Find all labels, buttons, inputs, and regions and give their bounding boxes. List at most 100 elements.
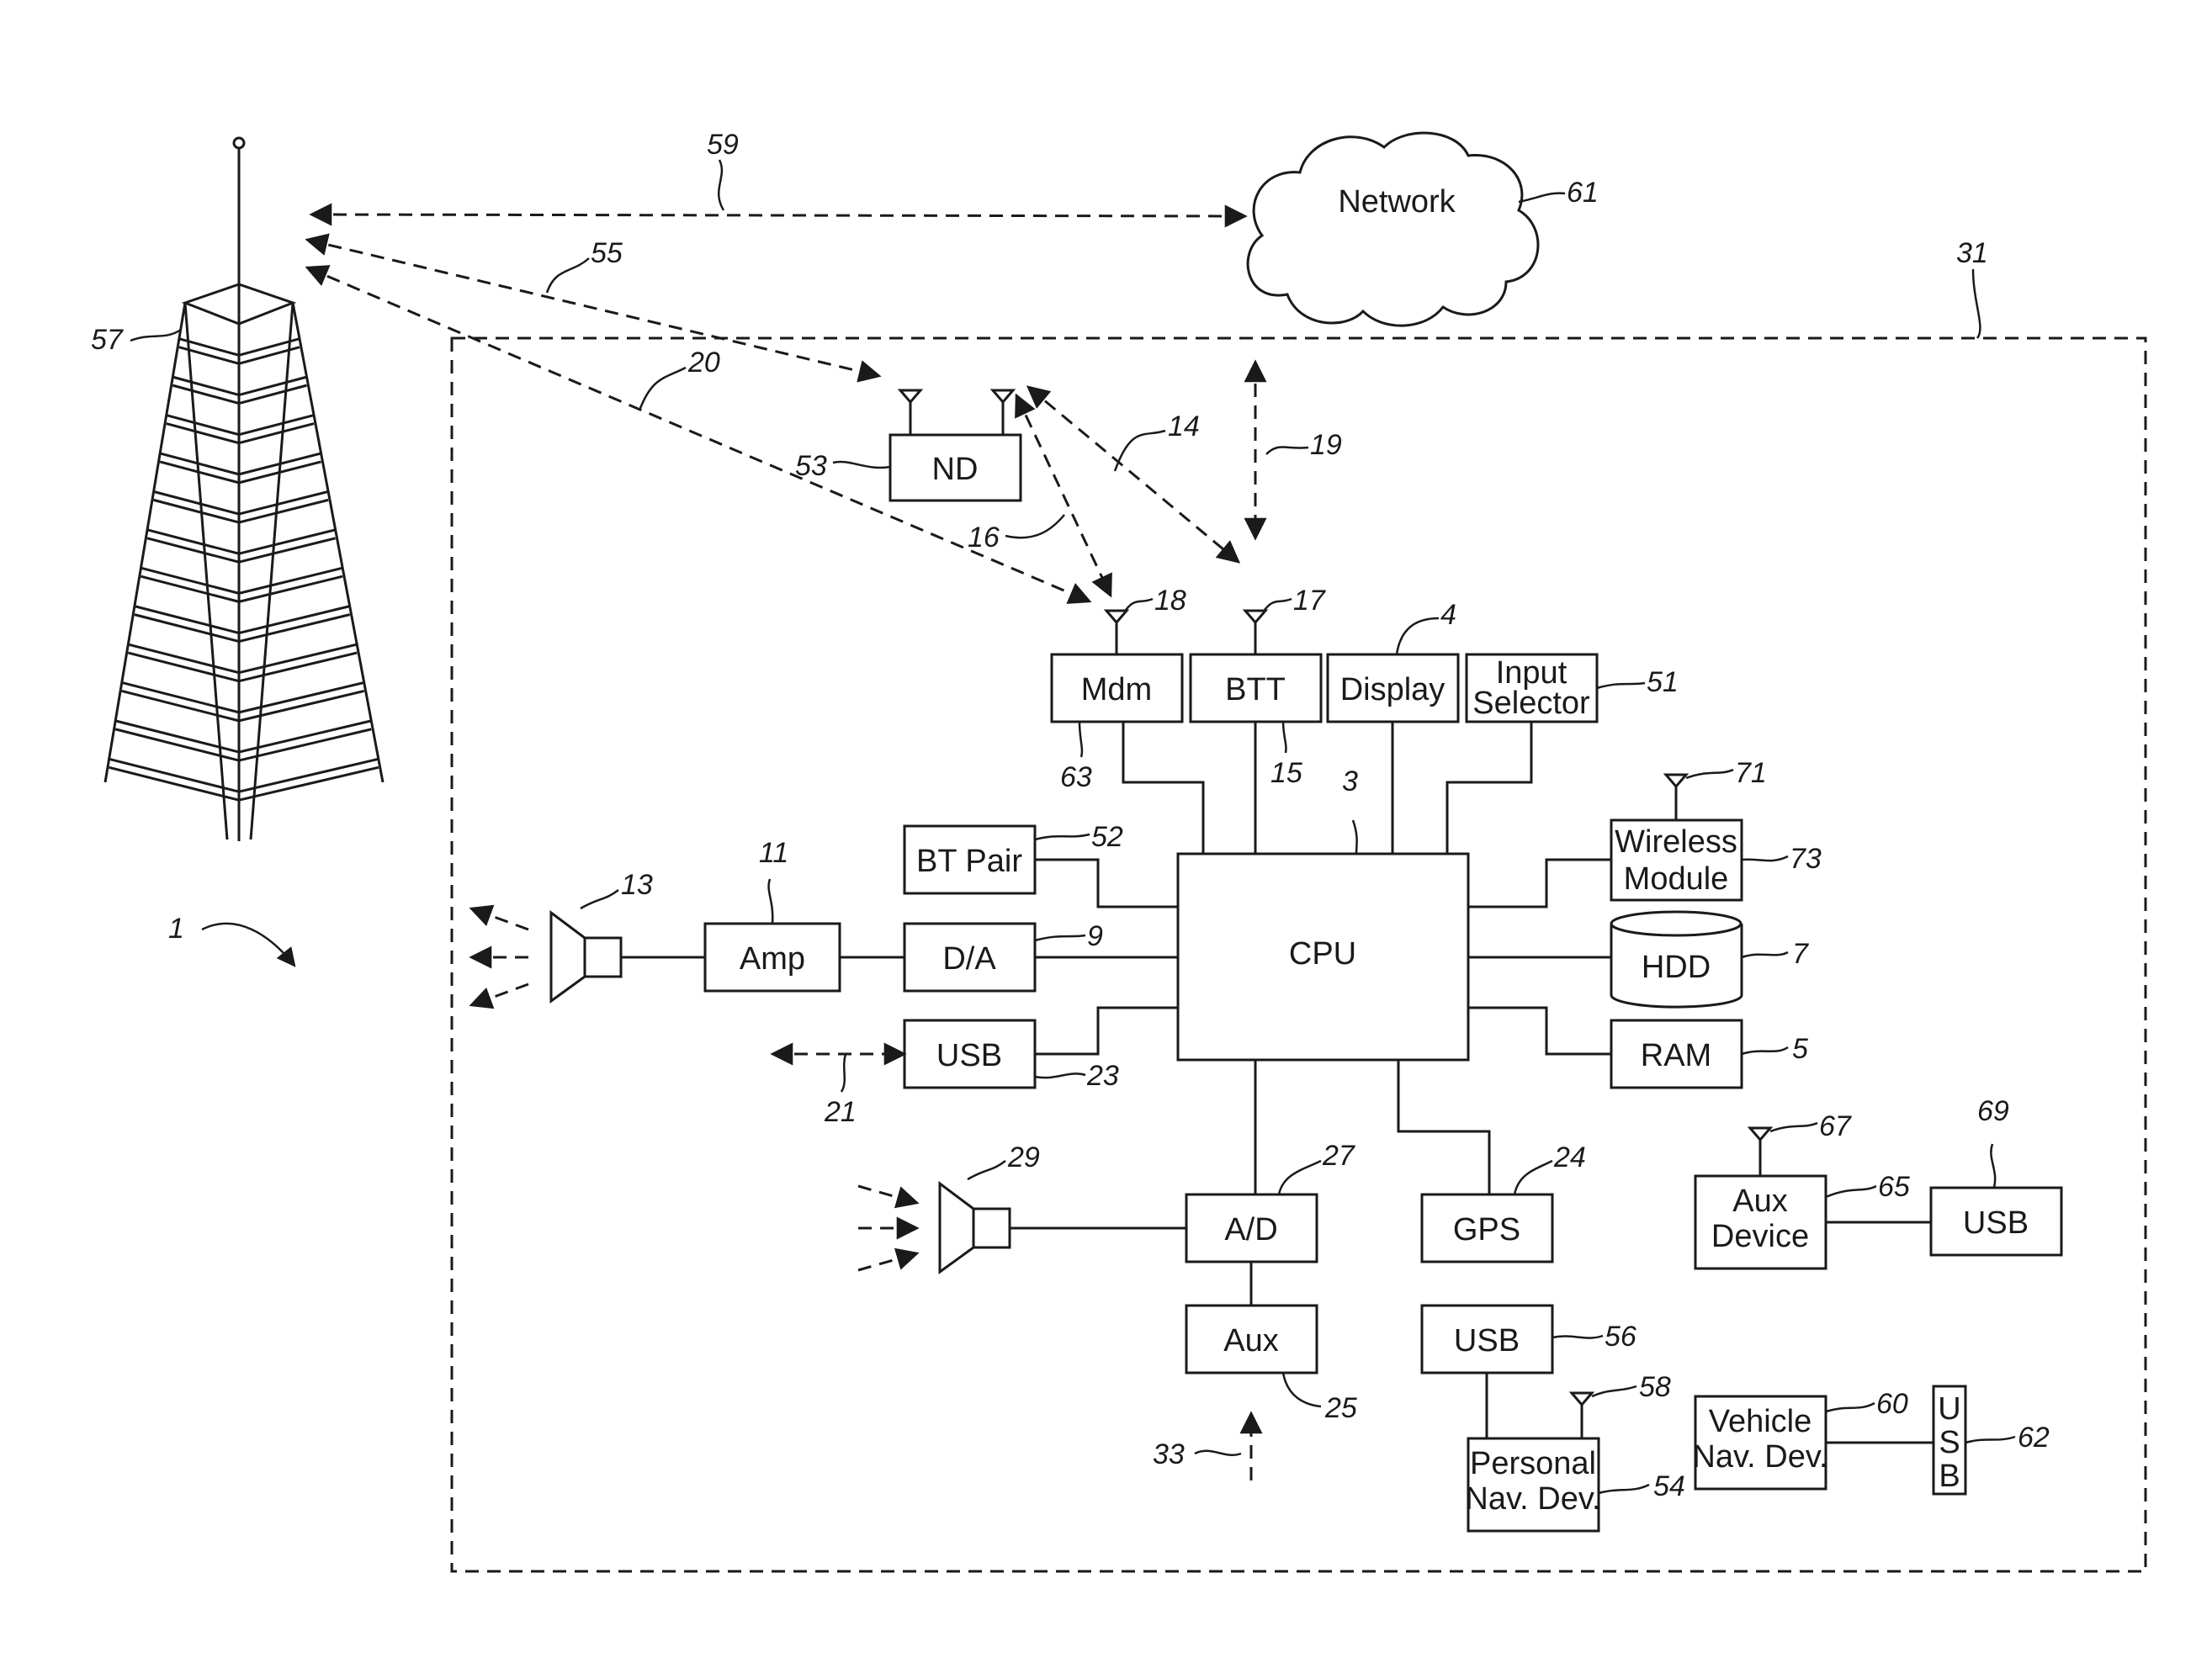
ref-57: 57 xyxy=(91,324,124,356)
ref-16: 16 xyxy=(968,522,1000,553)
personal-nav-label-2: Nav. Dev. xyxy=(1465,1481,1600,1517)
ref-18: 18 xyxy=(1154,585,1186,617)
hdd-label: HDD xyxy=(1642,950,1711,985)
ref-59: 59 xyxy=(707,129,739,161)
speaker-icon xyxy=(551,913,621,1001)
cpu-block: CPU xyxy=(1178,854,1468,1060)
ref-25: 25 xyxy=(1324,1392,1357,1424)
aux-block: Aux xyxy=(1186,1306,1317,1373)
amp-label: Amp xyxy=(740,941,805,977)
ref-20: 20 xyxy=(687,347,720,379)
input-selector-label-2: Selector xyxy=(1472,686,1590,721)
ref-11: 11 xyxy=(759,837,788,869)
ad-block: A/D xyxy=(1186,1194,1317,1262)
ref-17: 17 xyxy=(1293,585,1326,617)
personal-nav-label-1: Personal xyxy=(1470,1446,1596,1481)
link-59 xyxy=(311,215,1245,216)
ref-67: 67 xyxy=(1819,1110,1852,1142)
usb-23-label: USB xyxy=(936,1038,1002,1073)
ref-60: 60 xyxy=(1876,1388,1908,1420)
display-block: Display xyxy=(1328,654,1458,722)
ref-54: 54 xyxy=(1653,1470,1685,1502)
ref-31: 31 xyxy=(1956,237,1988,269)
modem-block: Mdm xyxy=(1052,611,1182,722)
hdd-block: HDD xyxy=(1611,912,1742,1007)
ref-51: 51 xyxy=(1647,666,1679,698)
btt-label: BTT xyxy=(1225,672,1286,707)
ref-69: 69 xyxy=(1977,1095,2009,1127)
ref-29: 29 xyxy=(1007,1141,1040,1173)
ref-56: 56 xyxy=(1605,1321,1636,1353)
vehicle-nav-label-1: Vehicle xyxy=(1709,1404,1812,1439)
ref-65: 65 xyxy=(1878,1171,1910,1203)
ref-71: 71 xyxy=(1735,757,1767,789)
usb-block-23: USB xyxy=(904,1020,1035,1088)
wireless-label-2: Module xyxy=(1624,861,1729,897)
input-selector-block: Input Selector xyxy=(1467,654,1597,722)
nomadic-device: ND xyxy=(890,390,1021,501)
ref-73: 73 xyxy=(1790,843,1822,875)
gps-label: GPS xyxy=(1453,1212,1520,1247)
ref-53: 53 xyxy=(795,450,827,482)
display-label: Display xyxy=(1340,672,1445,707)
usb-69-label: USB xyxy=(1963,1205,2029,1241)
ram-block: RAM xyxy=(1611,1020,1742,1088)
ref-14: 14 xyxy=(1168,410,1200,442)
aux-label: Aux xyxy=(1223,1323,1278,1359)
ref-55: 55 xyxy=(591,237,623,269)
ref-24: 24 xyxy=(1553,1141,1586,1173)
cpu-label: CPU xyxy=(1289,936,1356,972)
cell-tower-icon xyxy=(105,138,383,841)
usb-block-69: USB xyxy=(1931,1188,2061,1255)
wire-usb-cpu xyxy=(1035,1008,1178,1054)
btt-block: BTT xyxy=(1191,611,1321,722)
ref-19: 19 xyxy=(1310,429,1342,461)
microphone-icon xyxy=(940,1184,1010,1272)
ref-3: 3 xyxy=(1342,765,1358,797)
vehicle-nav-label-2: Nav. Dev. xyxy=(1692,1439,1827,1475)
ref-63: 63 xyxy=(1060,761,1092,793)
da-block: D/A xyxy=(904,924,1035,991)
bt-pair-block: BT Pair xyxy=(904,826,1035,893)
ref-52: 52 xyxy=(1091,821,1123,853)
vehicle-nav-device-block: Vehicle Nav. Dev. xyxy=(1692,1396,1827,1489)
ref-33: 33 xyxy=(1153,1438,1185,1470)
aux-device-block: Aux Device xyxy=(1695,1128,1826,1269)
ref-13: 13 xyxy=(621,869,653,901)
usb-62-b: B xyxy=(1939,1459,1960,1494)
modem-label: Mdm xyxy=(1081,672,1152,707)
ref-23: 23 xyxy=(1086,1060,1119,1092)
usb-block-62: U S B xyxy=(1934,1386,1965,1494)
wire-input-cpu xyxy=(1447,722,1531,854)
network-label: Network xyxy=(1338,184,1456,220)
ref-9: 9 xyxy=(1087,920,1103,952)
gps-block: GPS xyxy=(1422,1194,1552,1262)
usb-62-u: U xyxy=(1938,1391,1960,1427)
amp-block: Amp xyxy=(705,924,840,991)
ref-4: 4 xyxy=(1440,599,1456,631)
bt-pair-label: BT Pair xyxy=(916,844,1022,879)
ref-5: 5 xyxy=(1792,1033,1808,1065)
wire-wireless-cpu xyxy=(1468,860,1611,907)
da-label: D/A xyxy=(942,941,996,977)
ref-58: 58 xyxy=(1639,1371,1671,1403)
usb-block-56: USB xyxy=(1422,1306,1552,1373)
aux-device-label-1: Aux xyxy=(1732,1184,1787,1219)
ref-21: 21 xyxy=(824,1096,857,1128)
wire-btpair-cpu xyxy=(1035,860,1178,907)
wire-cpu-gps xyxy=(1398,1060,1489,1194)
aux-device-label-2: Device xyxy=(1711,1219,1809,1254)
reference-numerals: 59 61 31 57 55 20 53 14 19 16 18 17 xyxy=(91,129,2050,1502)
ref-7: 7 xyxy=(1792,938,1809,970)
ram-label: RAM xyxy=(1641,1038,1711,1073)
ref-62: 62 xyxy=(2018,1422,2050,1454)
network-cloud: Network xyxy=(1248,133,1538,326)
ref-1: 1 xyxy=(168,913,184,945)
usb-56-label: USB xyxy=(1454,1323,1520,1359)
nd-label: ND xyxy=(932,452,979,487)
wire-ram-cpu xyxy=(1468,1008,1611,1054)
link-16 xyxy=(1016,395,1111,596)
link-14 xyxy=(1028,387,1239,562)
ref-15: 15 xyxy=(1270,757,1302,789)
